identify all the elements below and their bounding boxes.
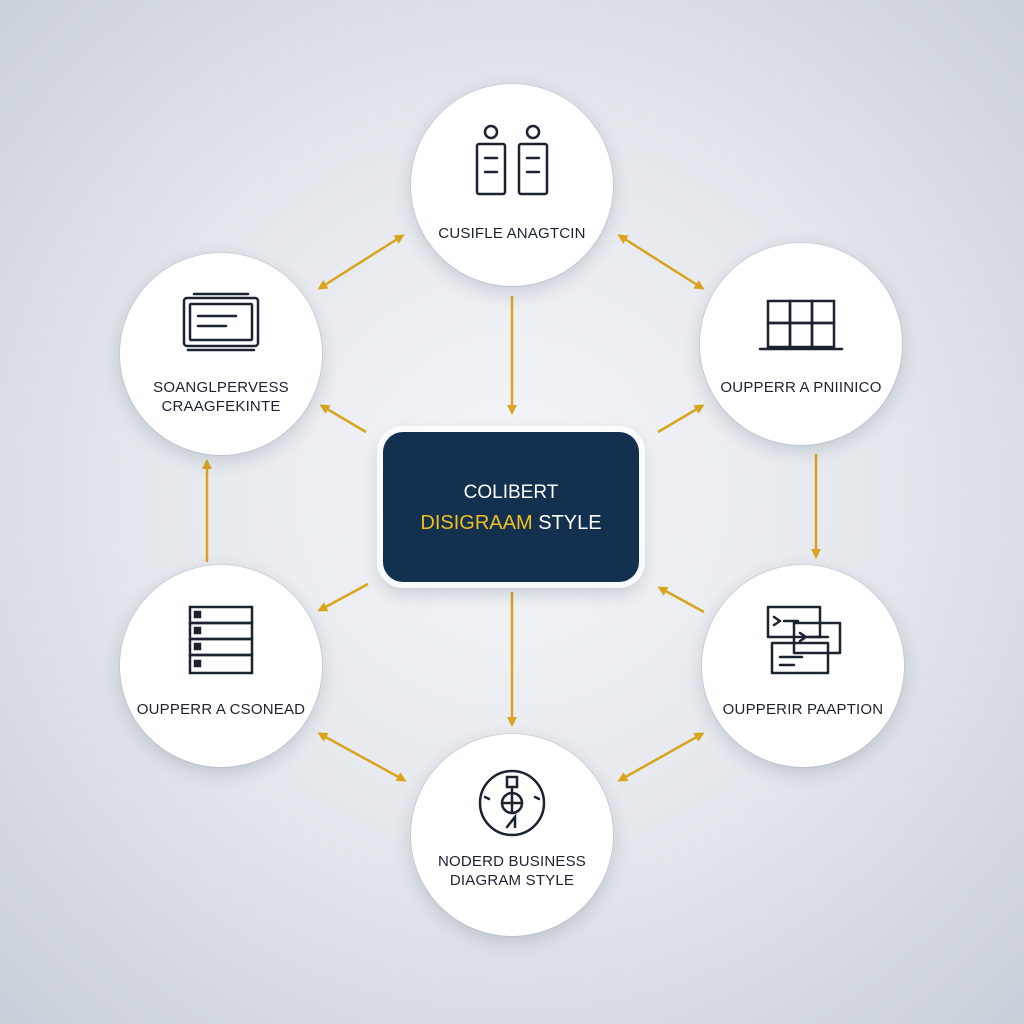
center-title-highlight: DISIGRAAM (420, 512, 533, 534)
node-upper-left-label: SOANGLPERVESS CRAAGFEKINTE (153, 379, 289, 415)
node-upper-right[interactable]: OUPPERR A PNIINICO (700, 243, 902, 445)
arrow-top-upper-left (317, 234, 405, 290)
arrow-bottom-lower-left (317, 732, 407, 782)
node-lower-left[interactable]: OUPPERR A CSONEAD (120, 565, 322, 767)
people-with-panels-icon (475, 124, 549, 196)
arrow-top-upper-right (617, 234, 705, 290)
center-title-line2: DISIGRAAM STYLE (383, 512, 639, 535)
node-lower-left-label: OUPPERR A CSONEAD (136, 701, 306, 718)
node-bottom[interactable]: NODERD BUSINESS DIAGRAM STYLE (411, 734, 613, 936)
node-upper-left[interactable]: SOANGLPERVESS CRAAGFEKINTE (120, 253, 322, 455)
terminal-windows-icon (766, 605, 842, 675)
node-upper-right-label: OUPPERR A PNIINICO (720, 379, 882, 396)
node-bottom-label: NODERD BUSINESS DIAGRAM STYLE (437, 853, 587, 889)
center-title-line1: COLIBERT (463, 482, 559, 503)
node-top-label: CUSIFLE ANAGTCIN (438, 225, 586, 242)
node-top[interactable]: CUSIFLE ANAGTCIN (411, 84, 613, 286)
arrow-lower-right-to-center (657, 586, 705, 614)
arrow-center-to-upper-left (319, 404, 367, 434)
center-title-rest: STYLE (532, 512, 602, 534)
globe-circle-icon (478, 769, 546, 837)
monitor-window-icon (182, 292, 260, 352)
arrow-bottom-lower-right (617, 732, 705, 782)
arrow-center-to-lower-left (317, 582, 369, 612)
node-lower-right-label: OUPPERIR PAAPTION (722, 701, 884, 718)
building-blocks-icon (758, 299, 844, 351)
arrow-center-to-upper-right (657, 404, 705, 434)
server-stack-icon (188, 605, 254, 675)
center-hub[interactable]: COLIBERT DISIGRAAM STYLE (383, 432, 639, 582)
node-lower-right[interactable]: OUPPERIR PAAPTION (702, 565, 904, 767)
